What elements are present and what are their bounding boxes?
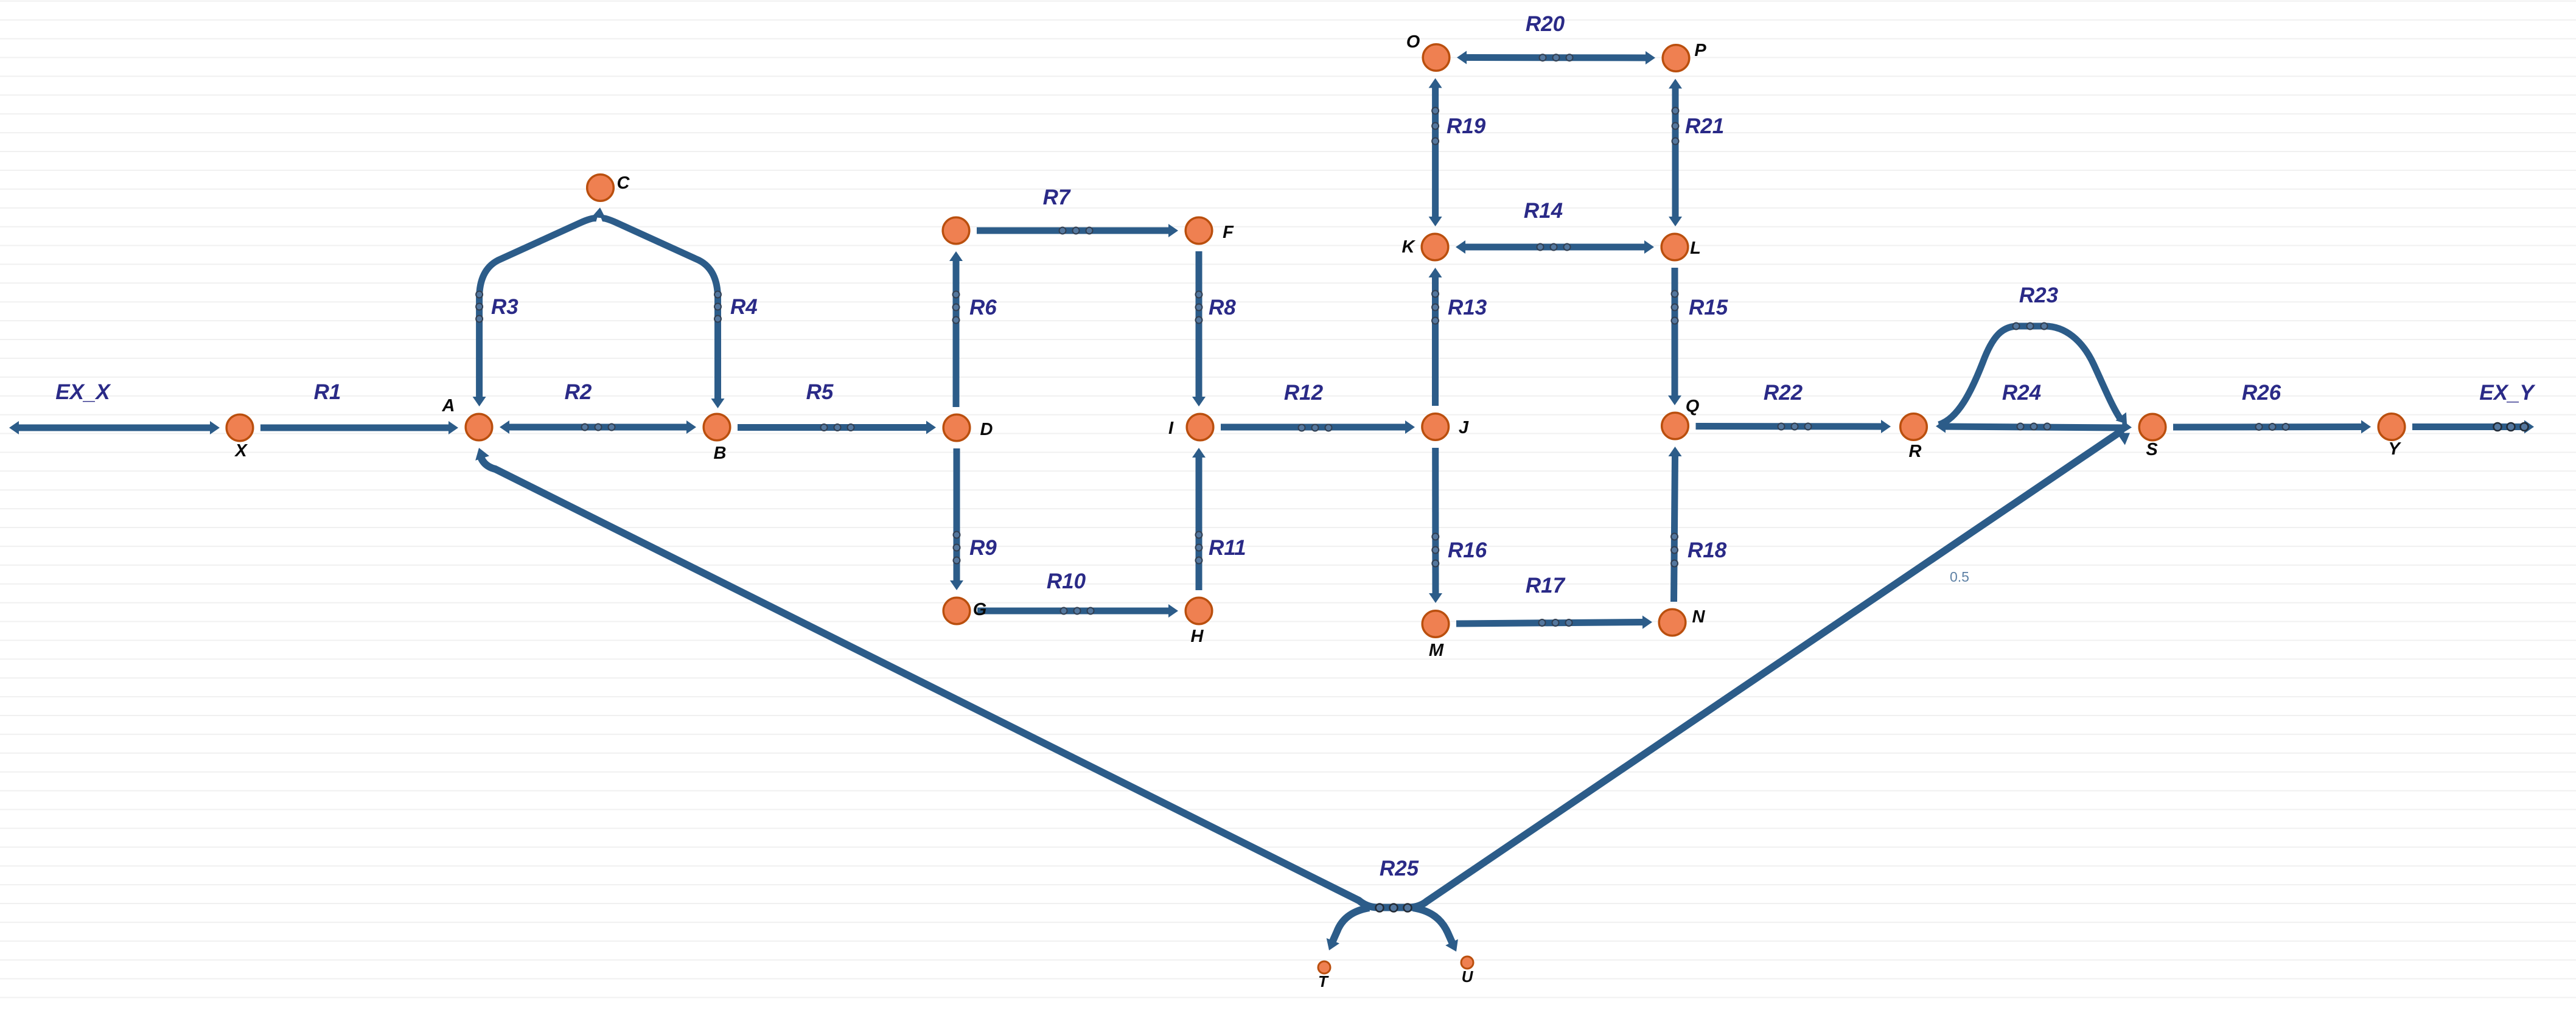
svg-text:C: C: [617, 173, 630, 193]
svg-text:R1: R1: [314, 380, 341, 404]
svg-text:B: B: [714, 444, 727, 463]
svg-text:R17: R17: [1526, 574, 1566, 597]
svg-text:M: M: [1429, 641, 1444, 660]
svg-text:H: H: [1191, 627, 1204, 646]
svg-text:F: F: [1223, 223, 1234, 242]
svg-text:R25: R25: [1380, 857, 1419, 880]
svg-text:R3: R3: [491, 295, 518, 319]
svg-text:K: K: [1402, 237, 1416, 257]
svg-text:R: R: [1909, 442, 1922, 461]
svg-text:R11: R11: [1209, 536, 1246, 560]
svg-text:R13: R13: [1448, 296, 1487, 319]
svg-text:N: N: [1692, 607, 1706, 627]
svg-text:O: O: [1406, 32, 1420, 52]
svg-text:EX_Y: EX_Y: [2479, 381, 2535, 405]
svg-text:R24: R24: [2002, 381, 2041, 405]
svg-text:R21: R21: [1685, 114, 1724, 138]
svg-text:R23: R23: [2019, 284, 2059, 307]
svg-text:J: J: [1459, 418, 1469, 437]
svg-text:R5: R5: [806, 380, 834, 404]
svg-text:R12: R12: [1284, 381, 1324, 405]
svg-text:R9: R9: [969, 536, 997, 560]
svg-text:R18: R18: [1688, 538, 1727, 562]
svg-text:X: X: [234, 441, 248, 461]
svg-text:R14: R14: [1524, 199, 1563, 223]
svg-text:I: I: [1168, 419, 1174, 438]
svg-text:R8: R8: [1209, 296, 1236, 319]
svg-text:Y: Y: [2388, 439, 2401, 459]
svg-text:R20: R20: [1526, 12, 1565, 36]
svg-text:P: P: [1694, 41, 1706, 60]
svg-text:S: S: [2146, 440, 2158, 459]
svg-text:L: L: [1690, 239, 1701, 258]
svg-text:R22: R22: [1764, 381, 1803, 405]
svg-text:R16: R16: [1448, 538, 1487, 562]
svg-text:EX_X: EX_X: [55, 380, 111, 404]
svg-text:A: A: [442, 396, 455, 416]
svg-text:R6: R6: [969, 296, 997, 319]
svg-text:U: U: [1462, 967, 1474, 986]
svg-text:T: T: [1318, 972, 1329, 991]
svg-text:Q: Q: [1686, 397, 1700, 416]
svg-text:R19: R19: [1447, 114, 1486, 138]
svg-text:R7: R7: [1043, 186, 1071, 209]
svg-text:R2: R2: [565, 380, 592, 404]
svg-text:R4: R4: [730, 295, 758, 319]
svg-text:0.5: 0.5: [1950, 569, 1969, 585]
svg-text:R26: R26: [2242, 381, 2281, 405]
svg-text:D: D: [980, 420, 993, 439]
svg-text:G: G: [973, 600, 987, 619]
svg-text:R10: R10: [1047, 569, 1086, 593]
svg-text:R15: R15: [1689, 296, 1728, 319]
